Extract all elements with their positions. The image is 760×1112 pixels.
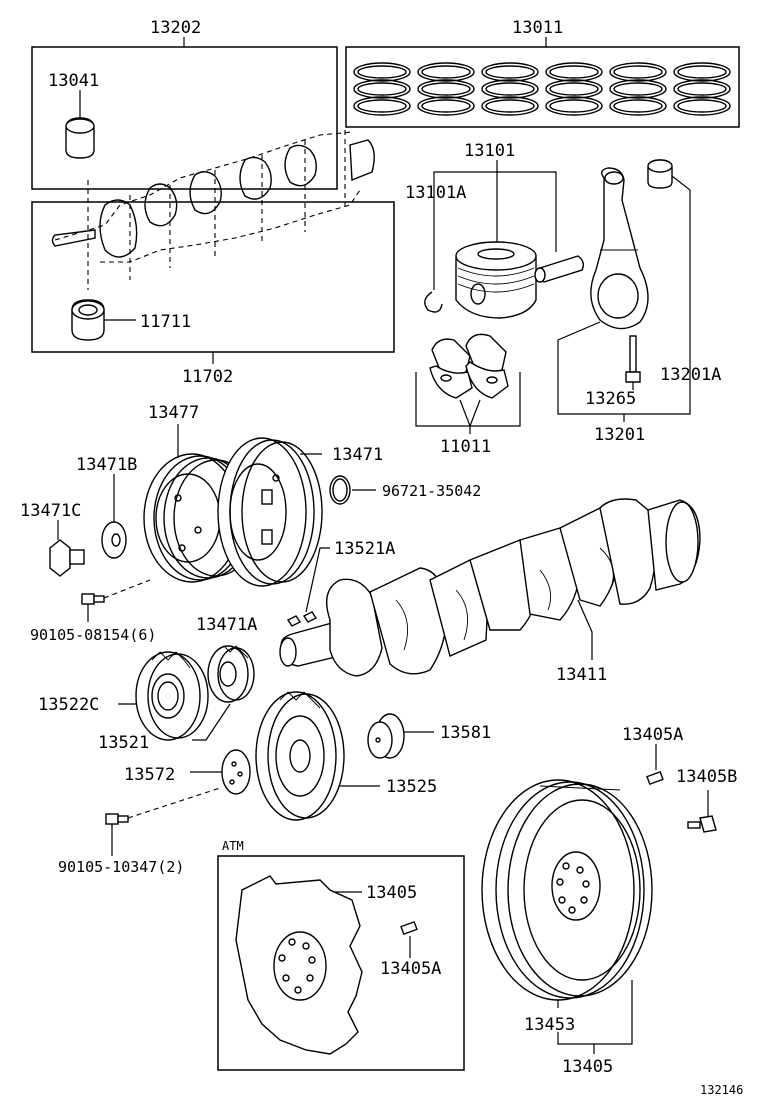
label-13411: 13411 xyxy=(556,665,607,685)
bolt-13471C xyxy=(49,539,85,577)
label-13521A: 13521A xyxy=(334,539,395,559)
label-13405A-atm: 13405A xyxy=(380,959,441,979)
key-13471A xyxy=(286,611,318,627)
label-13521: 13521 xyxy=(98,733,149,753)
label-atm: ATM xyxy=(222,839,244,853)
label-13265: 13265 xyxy=(585,389,636,409)
rod-bushing-13201A xyxy=(647,159,673,189)
snap-ring-13101A xyxy=(424,291,443,313)
label-11711: 11711 xyxy=(140,312,191,332)
label-13471: 13471 xyxy=(332,445,383,465)
label-13471C: 13471C xyxy=(20,501,81,521)
drive-plate-13405-atm xyxy=(235,875,363,1055)
label-13581: 13581 xyxy=(440,723,491,743)
label-13405B: 13405B xyxy=(676,767,737,787)
label-13471A: 13471A xyxy=(196,615,257,635)
atm-box xyxy=(217,855,465,1071)
label-13525: 13525 xyxy=(386,777,437,797)
label-11011: 11011 xyxy=(440,437,491,457)
o-ring-96721 xyxy=(329,475,351,505)
label-13202: 13202 xyxy=(150,18,201,38)
plug-13581 xyxy=(367,713,405,759)
label-13041: 13041 xyxy=(48,71,99,91)
bolt-90105-10347 xyxy=(105,813,129,825)
piston-rings-box xyxy=(345,46,740,128)
bearing-shell-13041 xyxy=(65,117,95,159)
pulley-13471 xyxy=(217,437,323,587)
label-11702: 11702 xyxy=(182,367,233,387)
label-13201A: 13201A xyxy=(660,365,721,385)
label-13405: 13405 xyxy=(562,1057,613,1077)
washer-13471B xyxy=(101,521,127,559)
crankshaft-13411 xyxy=(279,498,701,677)
piston-ring-sets xyxy=(353,62,731,116)
figure-number: 132146 xyxy=(700,1083,743,1097)
flywheel-13453 xyxy=(481,779,653,1001)
pin-13405A-atm xyxy=(400,920,418,936)
label-96721-35042: 96721-35042 xyxy=(382,482,481,500)
label-13477: 13477 xyxy=(148,403,199,423)
piston-pin xyxy=(534,255,585,283)
bolt-13405B xyxy=(687,815,717,833)
label-13011: 13011 xyxy=(512,18,563,38)
label-90105-10347: 90105-10347(2) xyxy=(58,858,184,876)
bolt-90105-08154 xyxy=(81,593,105,605)
gear-13521 xyxy=(207,645,255,703)
timing-pulley-13525 xyxy=(255,691,345,821)
label-13405A: 13405A xyxy=(622,725,683,745)
main-bearing-set-11011 xyxy=(429,333,509,399)
connecting-rod-13201 xyxy=(590,167,649,330)
bearing-shell-11711 xyxy=(71,299,105,341)
label-90105-08154: 90105-08154(6) xyxy=(30,626,156,644)
label-13101: 13101 xyxy=(464,141,515,161)
label-13101A: 13101A xyxy=(405,183,466,203)
label-13522C: 13522C xyxy=(38,695,99,715)
plate-13572 xyxy=(221,749,251,795)
label-13201: 13201 xyxy=(594,425,645,445)
rod-bolt-13265 xyxy=(625,335,641,383)
label-13405-atm: 13405 xyxy=(366,883,417,903)
label-13453: 13453 xyxy=(524,1015,575,1035)
gear-13522C xyxy=(135,651,209,741)
crankshaft-ghost-outline xyxy=(51,130,375,290)
label-13471B: 13471B xyxy=(76,455,137,475)
pin-13405A xyxy=(646,770,664,786)
label-13572: 13572 xyxy=(124,765,175,785)
piston-13101 xyxy=(455,241,537,319)
